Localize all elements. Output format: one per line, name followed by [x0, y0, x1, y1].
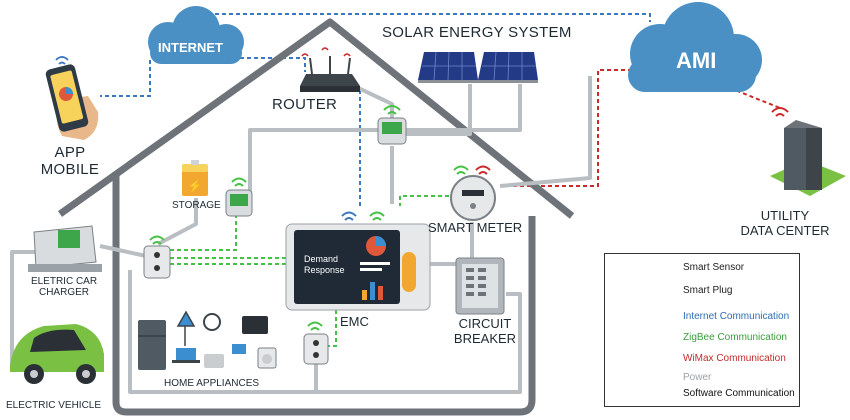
- internet-cloud-to-ami-link: [194, 13, 651, 22]
- app-mobile-label: APP MOBILE: [30, 144, 110, 178]
- smart-plug-appliances-icon: [303, 321, 329, 365]
- laptop-icon: [176, 348, 196, 360]
- solar-to-sensor-power: [349, 82, 472, 136]
- emc-panel: [285, 211, 431, 311]
- meter-power: [499, 76, 592, 188]
- utility-label-line1: UTILITY: [760, 208, 810, 223]
- storage-battery-icon: ⚡: [182, 160, 208, 196]
- electric-vehicle-label: ELECTRIC VEHICLE: [6, 400, 102, 411]
- mobile-phone-icon: [45, 56, 99, 140]
- internet-cloud: [148, 6, 244, 64]
- house-roof: [57, 18, 575, 219]
- microwave-icon: [204, 354, 224, 368]
- internet-to-router-link: [240, 57, 306, 72]
- legend-power-text: Power: [683, 372, 712, 383]
- solar-panels-icon: [418, 51, 538, 83]
- solar-system-label: SOLAR ENERGY SYSTEM: [382, 24, 572, 41]
- ami-cloud: [628, 2, 762, 92]
- demand-label-line1: Demand: [304, 254, 339, 264]
- legend-item: Smart Plug: [605, 283, 799, 301]
- smart-meter-label: SMART METER: [428, 220, 523, 235]
- legend-item: ZigBee Communication: [605, 330, 799, 348]
- monitor-icon: [232, 344, 246, 354]
- smart-meter-icon: [450, 165, 496, 221]
- smart-sensor-storage-icon: [225, 177, 253, 217]
- ami-to-meter-wimax-link: [500, 69, 632, 187]
- fan-icon: [203, 313, 221, 331]
- lamp-icon: [176, 310, 196, 346]
- legend-item: Software Communication: [605, 386, 799, 404]
- legend-software-text: Software Communication: [683, 388, 795, 399]
- router-label: ROUTER: [272, 96, 338, 113]
- legend-zigbee-text: ZigBee Communication: [683, 332, 787, 343]
- legend-item: Smart Sensor: [605, 260, 799, 278]
- plug-to-home-power: [99, 244, 147, 258]
- home-appliances-label: HOME APPLIANCES: [164, 378, 260, 389]
- legend-item: Internet Communication: [605, 309, 799, 327]
- svg-text:⚡: ⚡: [188, 179, 203, 193]
- demand-response-label: Demand Response: [304, 254, 345, 276]
- emc-label: EMC: [340, 314, 369, 329]
- storage-label: STORAGE: [172, 200, 221, 211]
- car-charger-icon: [28, 225, 102, 272]
- legend-box: Smart Sensor Smart Plug Internet Communi…: [604, 253, 800, 407]
- legend-item: Power: [605, 370, 799, 388]
- storage-zigbee: [170, 214, 237, 251]
- power-lines: [10, 76, 592, 394]
- internet-cloud-label: INTERNET: [158, 40, 223, 55]
- circuit-breaker-icon: [455, 257, 505, 315]
- utility-label-line2: DATA CENTER: [740, 223, 830, 238]
- breaker-label-line2: BREAKER: [453, 331, 517, 346]
- app-label-line2: MOBILE: [40, 161, 100, 178]
- utility-data-center-label: UTILITY DATA CENTER: [730, 208, 840, 238]
- demand-label-line2: Response: [304, 265, 345, 275]
- car-charger-label: ELETRIC CAR CHARGER: [14, 276, 114, 298]
- charger-label-line2: CHARGER: [38, 287, 89, 298]
- legend-wimax-text: WiMax Communication: [683, 353, 786, 364]
- charger-label-line1: ELETRIC CAR: [30, 276, 98, 287]
- smart-sensor-solar-icon: [377, 105, 407, 145]
- meter-to-emc-zigbee: [399, 195, 456, 206]
- app-label-line1: APP: [54, 144, 86, 161]
- circuit-breaker-label: CIRCUIT BREAKER: [444, 316, 526, 346]
- legend-smart-sensor-text: Smart Sensor: [683, 262, 745, 273]
- electric-car-icon: [10, 324, 104, 384]
- utility-building-icon: [770, 107, 846, 196]
- storage-to-plug-power: [157, 198, 198, 246]
- ami-cloud-label: AMI: [676, 48, 717, 73]
- breaker-label-line1: CIRCUIT: [458, 316, 512, 331]
- smart-plug-left-icon: [143, 235, 171, 279]
- internet-to-app-link: [100, 60, 151, 97]
- legend-internet-text: Internet Communication: [683, 311, 790, 322]
- house-walls: [112, 172, 536, 416]
- router-icon: [300, 47, 360, 92]
- legend-smart-plug-text: Smart Plug: [683, 285, 733, 296]
- fridge-icon: [138, 320, 166, 370]
- home-appliances-icons: [138, 310, 277, 370]
- tv-icon: [242, 316, 268, 334]
- floor-power: [128, 270, 522, 394]
- legend-item: WiMax Communication: [605, 351, 799, 369]
